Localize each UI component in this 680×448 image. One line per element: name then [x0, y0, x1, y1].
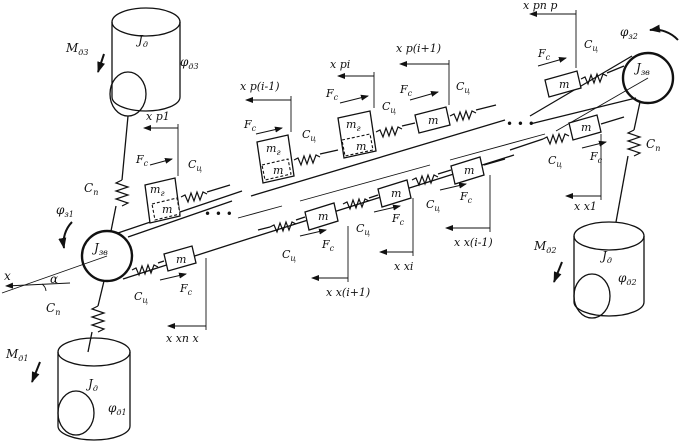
svg-text:φд2: φд2 — [618, 271, 637, 287]
svg-text:Mд2: Mд2 — [533, 239, 556, 255]
svg-text:x pn p: x pn p — [523, 0, 557, 12]
moment-md1: Mд1 φд1 — [5, 347, 127, 417]
pulley-left: Jзв — [80, 229, 134, 283]
ellipsis-right: • • • — [506, 117, 535, 131]
svg-text:Fc: Fc — [589, 150, 603, 165]
svg-text:m: m — [428, 114, 438, 127]
cargo-mass-pi: mг m Fc Cц x pi — [325, 58, 416, 159]
svg-text:mг: mг — [266, 142, 280, 157]
rotation-phi-z2: φз2 — [620, 24, 679, 41]
belt-mass-xi1: m Fc Cц x x(i+1) — [257, 202, 370, 299]
svg-text:Fc: Fc — [243, 118, 257, 133]
shaft-spring-top: Cп — [84, 115, 130, 232]
x-axis: x α — [4, 269, 71, 292]
rotation-phi-z1: φз1 — [56, 203, 74, 249]
svg-text:φз2: φз2 — [620, 25, 638, 41]
svg-text:m: m — [581, 121, 591, 134]
svg-text:Jд: Jд — [85, 377, 98, 393]
svg-text:x xi: x xi — [394, 260, 413, 273]
svg-text:Cц: Cц — [584, 38, 598, 53]
svg-text:Fc: Fc — [179, 282, 193, 297]
svg-text:Cц: Cц — [302, 128, 316, 143]
svg-text:Fc: Fc — [459, 190, 473, 205]
svg-text:m: m — [559, 78, 569, 91]
svg-text:x: x — [4, 269, 11, 283]
svg-text:Cц: Cц — [188, 158, 202, 173]
svg-text:Cп: Cп — [84, 181, 98, 197]
moment-md2: Mд2 φд2 — [533, 239, 637, 287]
drive-drum-top-left: Jд — [109, 7, 181, 117]
svg-text:x p1: x p1 — [146, 110, 170, 123]
shaft-spring-bottom: Cп — [46, 280, 106, 353]
svg-text:m: m — [318, 210, 328, 223]
cargo-mass-pi1: m Fc Cц x p(i+1) — [396, 42, 497, 134]
svg-text:m: m — [162, 203, 172, 216]
svg-text:Cц: Cц — [382, 100, 396, 115]
svg-text:Fc: Fc — [321, 238, 335, 253]
shaft-spring-right: Cп — [615, 101, 660, 223]
svg-text:x pi: x pi — [330, 58, 350, 71]
svg-text:m: m — [464, 164, 474, 177]
svg-text:Cц: Cц — [426, 198, 440, 213]
svg-text:Mд3: Mд3 — [65, 41, 88, 57]
belt-mass-x1: m Fc Cц x x1 — [542, 114, 625, 213]
svg-text:m: m — [176, 253, 186, 266]
svg-text:Fc: Fc — [135, 153, 149, 168]
svg-text:φд3: φд3 — [180, 55, 199, 71]
svg-text:mг: mг — [346, 118, 360, 133]
svg-text:x x(i+1): x x(i+1) — [326, 286, 370, 299]
ellipsis-left: • • • — [204, 207, 233, 221]
svg-text:Cц: Cц — [548, 154, 562, 169]
svg-text:m: m — [391, 187, 401, 200]
svg-text:m: m — [356, 140, 366, 153]
cargo-mass-pnp: m Fc Cц x pn p — [523, 0, 625, 98]
svg-text:x p(i-1): x p(i-1) — [240, 80, 280, 93]
svg-text:Cц: Cц — [282, 248, 296, 263]
belt-mass-xi: m Fc Cц x xi — [342, 179, 414, 273]
svg-text:Jд: Jд — [135, 33, 148, 49]
svg-text:Mд1: Mд1 — [5, 347, 28, 363]
svg-text:x x(i-1): x x(i-1) — [454, 236, 493, 249]
svg-text:m: m — [273, 164, 283, 177]
moment-md3: Mд3 φд3 — [65, 41, 199, 73]
belt-mass-xnx: m Fc Cц x xn x — [131, 245, 207, 345]
svg-text:Cц: Cц — [134, 290, 148, 305]
svg-text:Cп: Cп — [46, 301, 60, 317]
pulley-right: Jзв — [621, 51, 675, 105]
svg-text:Cц: Cц — [356, 222, 370, 237]
svg-text:Jзв: Jзв — [91, 241, 108, 257]
svg-text:φз1: φз1 — [56, 203, 74, 219]
svg-text:x xn x: x xn x — [166, 332, 199, 345]
drive-drum-bottom-left: Jд — [57, 337, 131, 441]
svg-text:α: α — [50, 272, 58, 286]
centerline — [1, 77, 649, 294]
svg-text:Fc: Fc — [325, 87, 339, 102]
svg-text:Cп: Cп — [646, 137, 660, 153]
belt-mass-xi-1: m Fc Cц x x(i-1) — [411, 156, 506, 249]
svg-text:Fc: Fc — [391, 212, 405, 227]
svg-text:Jзв: Jзв — [633, 61, 650, 77]
svg-text:Fc: Fc — [537, 47, 551, 62]
svg-text:mг: mг — [150, 183, 164, 198]
svg-text:Cц: Cц — [456, 80, 470, 95]
svg-text:x p(i+1): x p(i+1) — [396, 42, 441, 55]
svg-text:Fc: Fc — [399, 83, 413, 98]
drive-drum-right: Jд — [573, 221, 645, 319]
cargo-mass-pi-1: mг m Fc Cц x p(i-1) — [240, 80, 339, 184]
svg-text:Jд: Jд — [599, 249, 612, 265]
cargo-mass-p1: mг m Fc Cц x p1 — [135, 110, 231, 224]
svg-text:x x1: x x1 — [574, 200, 597, 213]
svg-text:φд1: φд1 — [108, 401, 127, 417]
